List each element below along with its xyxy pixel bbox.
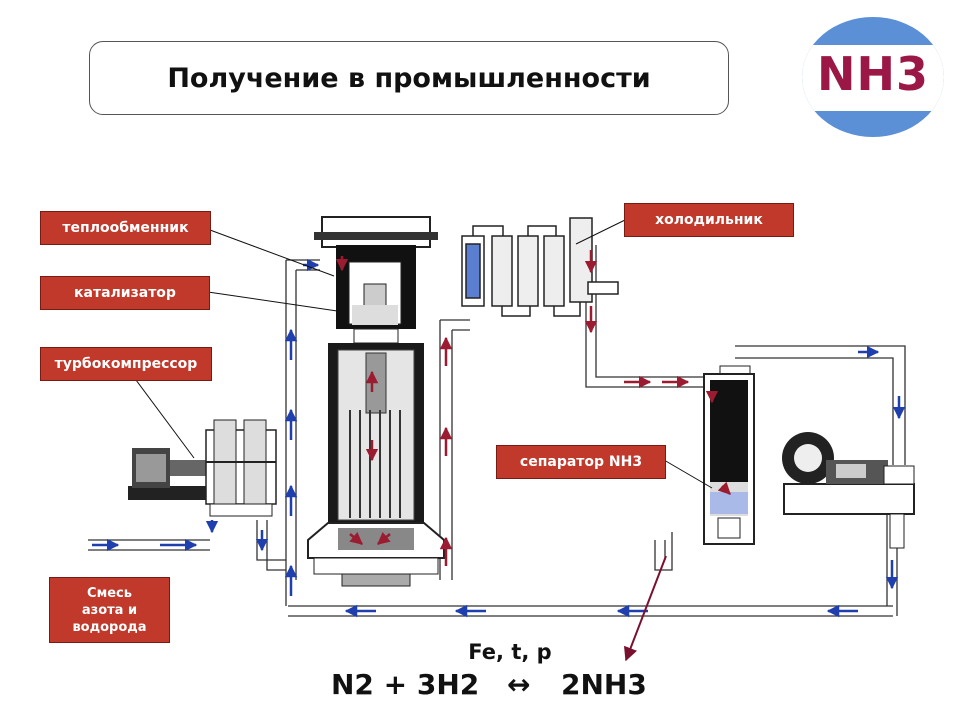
turbocompressor-unit [128,419,277,517]
pipe-network [88,245,906,617]
cooler-unit [461,217,619,317]
product-arrow [623,555,667,662]
label-heat-exchanger: теплообменник [40,211,211,245]
equation-right: 2NH3 [561,668,647,701]
badge-text: NH3 [816,47,929,101]
label-catalyst: катализатор [40,276,210,310]
reaction-conditions: Fe, t, p [468,640,552,664]
label-cooler: холодильник [624,203,794,237]
circulation-pump [782,432,915,549]
equation-arrow: ↔ [507,668,531,701]
synthesis-column [307,216,445,587]
label-turbocompressor: турбокомпрессор [40,347,212,381]
nh3-badge: NH3 [802,17,944,137]
badge-band [802,45,944,111]
equation-left: N2 + 3H2 [331,668,480,701]
label-gas-mixture: Смесь азота и водорода [49,577,170,643]
label-separator: сепаратор NH3 [496,445,666,479]
page-title: Получение в промышленности [89,41,729,115]
callout-lines [135,219,713,489]
flow-arrows-red [335,250,731,566]
